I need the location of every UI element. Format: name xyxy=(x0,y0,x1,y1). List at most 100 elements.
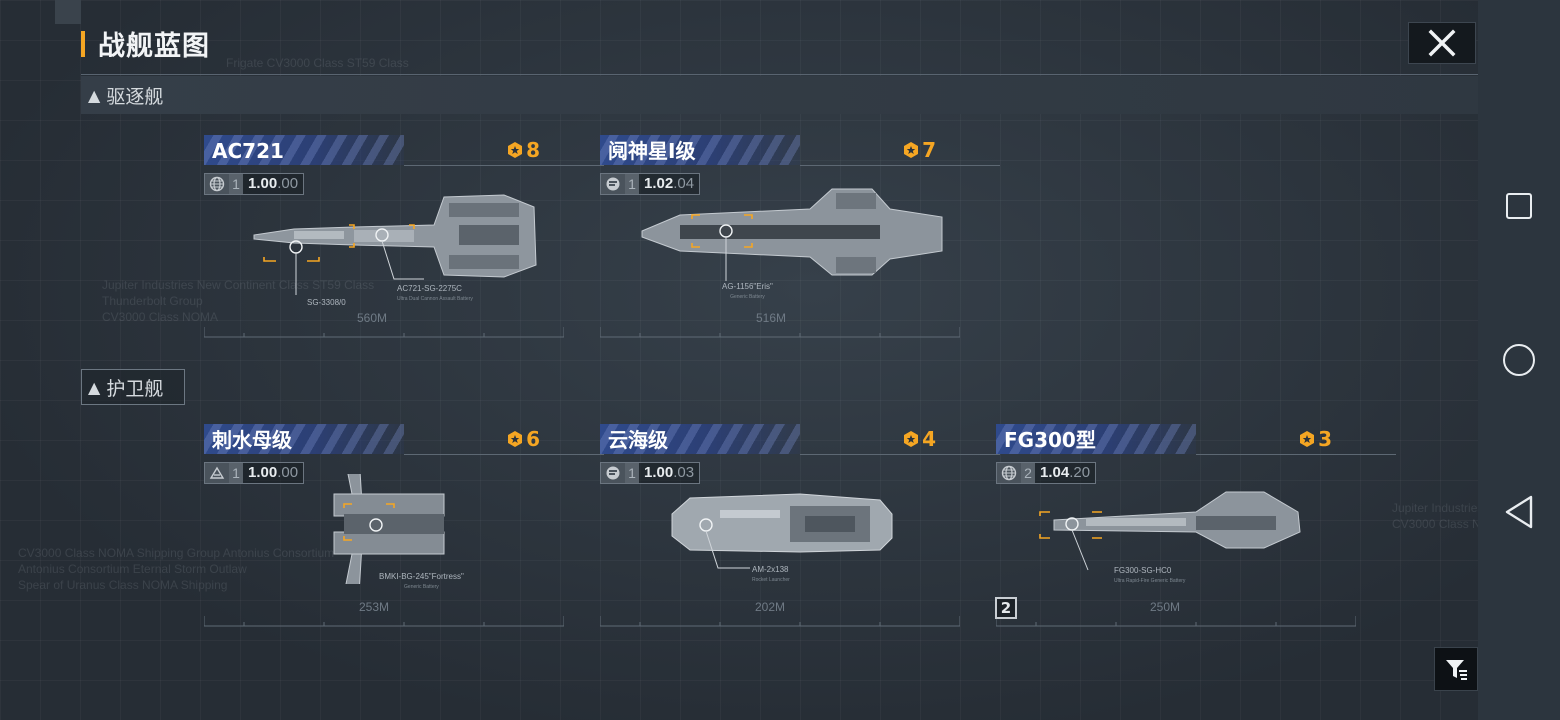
length-ruler xyxy=(204,327,564,338)
command-point-icon xyxy=(508,142,523,158)
ship-name: 阋神星Ⅰ级 xyxy=(608,139,696,163)
circle-icon[interactable] xyxy=(1501,342,1537,378)
card-header: AC721 xyxy=(204,135,404,165)
command-points: 8 xyxy=(506,138,540,162)
background-text: Spear of Uranus Class NOMA Shipping xyxy=(18,578,228,592)
command-points: 6 xyxy=(506,427,540,451)
back-triangle-icon[interactable] xyxy=(1501,494,1537,530)
filter-icon xyxy=(1446,660,1467,680)
ship-level: 1 xyxy=(625,174,639,194)
background-text: Frigate CV3000 Class ST59 Class xyxy=(226,56,409,70)
ship-level: 2 xyxy=(1021,463,1035,483)
title-divider xyxy=(81,74,1478,75)
card-header: 阋神星Ⅰ级 xyxy=(600,135,800,165)
card-header-rule xyxy=(800,165,1000,166)
blueprint-background xyxy=(0,0,1478,720)
collapse-triangle-icon: ▲ xyxy=(88,378,101,397)
section-label: 护卫舰 xyxy=(106,378,164,400)
weapon-label: AG-1156"Eris"Generic Battery xyxy=(722,282,773,300)
ship-length: 560M xyxy=(357,311,388,325)
background-text: CV3000 Class NOMA xyxy=(102,310,219,324)
card-header-rule xyxy=(404,165,604,166)
corner-tab xyxy=(55,0,81,24)
background-text: Antonius Consortium Eternal Storm Outlaw xyxy=(18,562,247,576)
length-ruler xyxy=(204,616,564,627)
ship-name: AC721 xyxy=(212,139,284,163)
card-header: FG300型 xyxy=(996,424,1196,454)
ship-length: 202M xyxy=(755,600,786,614)
ship-card-jellyfish[interactable]: 刺水母级 6 1 1.00.00 BMKI-BG-245"Fortress"Ge… xyxy=(204,424,604,629)
ship-length: 250M xyxy=(1150,600,1181,614)
ship-stats: 2 1.04.20 xyxy=(996,462,1097,484)
square-icon[interactable] xyxy=(1501,188,1537,224)
ship-level: 1 xyxy=(229,463,243,483)
ship-blueprint-image xyxy=(253,194,537,295)
ship-name: 刺水母级 xyxy=(212,428,292,452)
ship-stats: 1 1.00.03 xyxy=(600,462,701,484)
ship-blueprint-image xyxy=(333,474,445,584)
filter-button[interactable] xyxy=(1434,647,1478,691)
faction-icon xyxy=(205,463,229,483)
command-point-icon xyxy=(904,142,919,158)
slot-count-badge: 2 xyxy=(995,597,1017,619)
faction-icon xyxy=(601,463,625,483)
background-text: Thunderbolt Group xyxy=(102,294,203,308)
faction-icon xyxy=(601,174,625,194)
length-ruler xyxy=(600,616,960,627)
weapon-label: SG-3308/0 xyxy=(307,298,346,307)
background-text: Jupiter Industries New Continent Class S… xyxy=(102,278,375,292)
ship-blueprint-image xyxy=(1039,491,1301,571)
page-title: 战舰蓝图 xyxy=(98,31,210,62)
ship-level: 1 xyxy=(625,463,639,483)
background-text: Jupiter Industries xyxy=(1392,501,1484,515)
command-points: 4 xyxy=(902,427,936,451)
globe-icon xyxy=(205,174,229,194)
close-button[interactable] xyxy=(1408,22,1476,64)
ship-level: 1 xyxy=(229,174,243,194)
ship-stats: 1 1.00.00 xyxy=(204,173,305,195)
title-accent-bar xyxy=(81,31,85,57)
ship-stats: 1 1.02.04 xyxy=(600,173,701,195)
command-point-icon xyxy=(508,431,523,447)
close-icon xyxy=(1428,29,1456,57)
card-header: 云海级 xyxy=(600,424,800,454)
system-nav-bar xyxy=(1478,0,1560,720)
card-header: 刺水母级 xyxy=(204,424,404,454)
section-destroyers[interactable]: ▲ 驱逐舰 xyxy=(88,82,163,109)
command-point-icon xyxy=(904,431,919,447)
command-points: 3 xyxy=(1298,427,1332,451)
ship-version: 1.00.00 xyxy=(243,463,304,483)
ship-name: 云海级 xyxy=(608,428,668,452)
ship-blueprint-image xyxy=(671,493,893,569)
ship-stats: 1 1.00.00 xyxy=(204,462,305,484)
card-header-rule xyxy=(1196,454,1396,455)
command-points: 7 xyxy=(902,138,936,162)
length-ruler xyxy=(996,616,1356,627)
ship-name: FG300型 xyxy=(1004,428,1096,452)
ship-version: 1.02.04 xyxy=(639,174,700,194)
weapon-label: BMKI-BG-245"Fortress"Generic Battery xyxy=(379,572,464,590)
section-label: 驱逐舰 xyxy=(106,86,164,108)
ship-card-eris[interactable]: 阋神星Ⅰ级 7 1 1.02.04 AG-1156"Eris"Generic B… xyxy=(600,135,1000,340)
ship-version: 1.00.00 xyxy=(243,174,304,194)
card-header-rule xyxy=(404,454,604,455)
collapse-triangle-icon: ▲ xyxy=(88,86,101,105)
ship-blueprint-image xyxy=(641,188,943,281)
section-frigates[interactable]: ▲ 护卫舰 xyxy=(88,374,163,401)
section-header-destroyers[interactable] xyxy=(81,76,1478,114)
section-header-frigates[interactable] xyxy=(81,369,185,405)
ship-version: 1.04.20 xyxy=(1035,463,1096,483)
ship-version: 1.00.03 xyxy=(639,463,700,483)
globe-icon xyxy=(997,463,1021,483)
background-text: CV3000 Class NOMA Shipping Group Antoniu… xyxy=(18,546,335,560)
card-header-rule xyxy=(800,454,1000,455)
ship-length: 253M xyxy=(359,600,390,614)
command-point-icon xyxy=(1300,431,1315,447)
length-ruler xyxy=(600,327,960,338)
